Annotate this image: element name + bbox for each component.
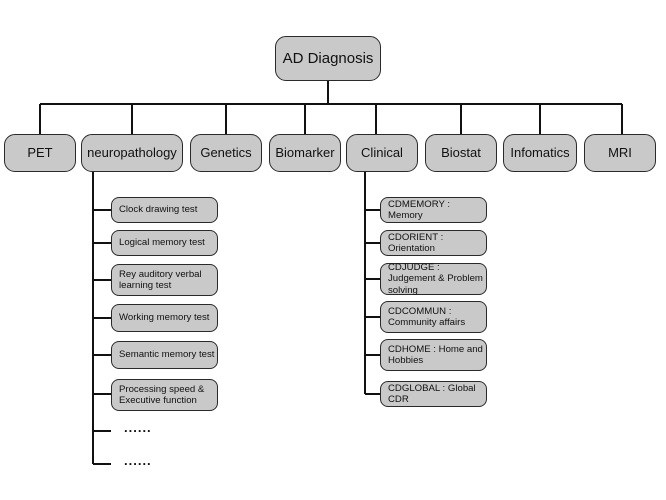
item-working-memory-test: Working memory test [111,304,218,332]
category-genetics: Genetics [190,134,262,172]
category-infomatics: Infomatics [503,134,577,172]
item-cdcommun: CDCOMMUN : Community affairs [380,301,487,333]
category-biostat: Biostat [425,134,497,172]
item-cdhome: CDHOME : Home and Hobbies [380,339,487,371]
item-cdglobal: CDGLOBAL : Global CDR [380,381,487,407]
more-items-ellipsis: ...... [124,420,152,435]
item-rey-auditory-verbal-learning-test: Rey auditory verbal learning test [111,264,218,296]
item-cdjudge: CDJUDGE : Judgement & Problem solving [380,262,487,296]
more-items-ellipsis: ...... [124,453,152,468]
category-mri: MRI [584,134,656,172]
item-clock-drawing-test: Clock drawing test [111,197,218,223]
item-logical-memory-test: Logical memory test [111,230,218,256]
root-node: AD Diagnosis [275,36,381,81]
category-neuropathology: neuropathology [81,134,183,172]
item-cdmemory: CDMEMORY : Memory [380,197,487,223]
category-biomarker: Biomarker [269,134,341,172]
category-pet: PET [4,134,76,172]
item-processing-speed-executive-function: Processing speed & Executive function [111,379,218,411]
category-clinical: Clinical [346,134,418,172]
item-semantic-memory-test: Semantic memory test [111,341,218,369]
item-cdorient: CDORIENT : Orientation [380,230,487,256]
